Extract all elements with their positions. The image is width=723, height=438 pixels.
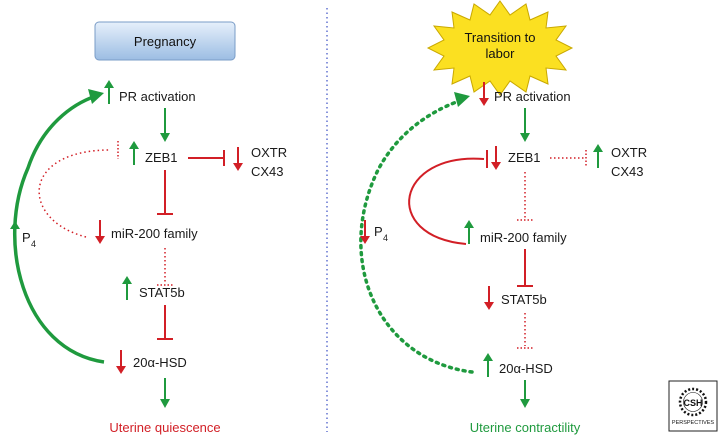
up-arrow-icon xyxy=(483,353,493,377)
up-arrow-icon xyxy=(593,144,603,168)
inhibition-line xyxy=(157,305,173,340)
p4-feedback-arrow xyxy=(13,89,105,364)
transition-header-line2: labor xyxy=(486,46,516,61)
down-arrow-icon xyxy=(479,82,489,106)
down-arrow-icon xyxy=(116,350,126,374)
left-oxtr-label: OXTR xyxy=(251,145,287,160)
activation-arrow xyxy=(160,108,170,142)
right-mir200-label: miR-200 family xyxy=(480,230,567,245)
left-cx43-label: CX43 xyxy=(251,164,284,179)
transition-starburst xyxy=(426,0,574,96)
dotted-feedback-inhibition xyxy=(38,141,119,238)
left-20a-hsd-label: 20α-HSD xyxy=(133,355,187,370)
left-panel: Pregnancy PR activation ZEB1 OXTR CX43 xyxy=(10,21,287,435)
dotted-inhibition-line xyxy=(550,150,587,166)
right-stat5b-label: STAT5b xyxy=(501,292,547,307)
p4-dotted-feedback-arrow xyxy=(359,92,474,374)
left-p4-subscript: 4 xyxy=(31,239,36,249)
up-arrow-icon xyxy=(104,80,114,104)
activation-arrow xyxy=(160,378,170,408)
up-arrow-icon xyxy=(129,141,139,165)
transition-header-line1: Transition to xyxy=(464,30,535,45)
down-arrow-icon xyxy=(491,146,501,170)
right-oxtr-label: OXTR xyxy=(611,145,647,160)
down-arrow-icon xyxy=(360,220,370,244)
dotted-inhibition-line xyxy=(517,313,533,349)
right-zeb1-label: ZEB1 xyxy=(508,150,541,165)
csh-perspectives-logo: CSH PERSPECTIVES xyxy=(668,380,718,432)
activation-arrow xyxy=(520,108,530,142)
down-arrow-icon xyxy=(233,147,243,171)
right-p4-subscript: 4 xyxy=(383,233,388,243)
pregnancy-header-box xyxy=(94,21,236,61)
right-20a-hsd-label: 20α-HSD xyxy=(499,361,553,376)
pregnancy-header-label: Pregnancy xyxy=(134,34,197,49)
down-arrow-icon xyxy=(484,286,494,310)
up-arrow-icon xyxy=(122,276,132,300)
up-arrow-icon xyxy=(464,220,474,244)
logo-perspectives-text: PERSPECTIVES xyxy=(672,420,715,426)
dotted-inhibition-line xyxy=(517,172,533,221)
right-p4-label: P xyxy=(374,224,383,239)
inhibition-line xyxy=(157,170,173,215)
dotted-inhibition-line xyxy=(157,248,173,286)
down-arrow-icon xyxy=(95,220,105,244)
activation-arrow xyxy=(520,380,530,408)
left-zeb1-label: ZEB1 xyxy=(145,150,178,165)
logo-csh-text: CSH xyxy=(683,398,702,408)
inhibition-line xyxy=(517,249,533,287)
left-outcome-label: Uterine quiescence xyxy=(109,420,220,435)
right-outcome-label: Uterine contractility xyxy=(470,420,581,435)
left-mir200-label: miR-200 family xyxy=(111,226,198,241)
right-pr-activation-label: PR activation xyxy=(494,89,571,104)
up-arrow-icon xyxy=(10,221,20,245)
left-pr-activation-label: PR activation xyxy=(119,89,196,104)
right-panel: Transition to labor PR activation ZEB1 xyxy=(359,0,647,435)
inhibition-line xyxy=(188,150,225,166)
left-p4-label: P xyxy=(22,230,31,245)
left-stat5b-label: STAT5b xyxy=(139,285,185,300)
right-cx43-label: CX43 xyxy=(611,164,644,179)
mir200-feedback-inhibition xyxy=(408,157,485,245)
